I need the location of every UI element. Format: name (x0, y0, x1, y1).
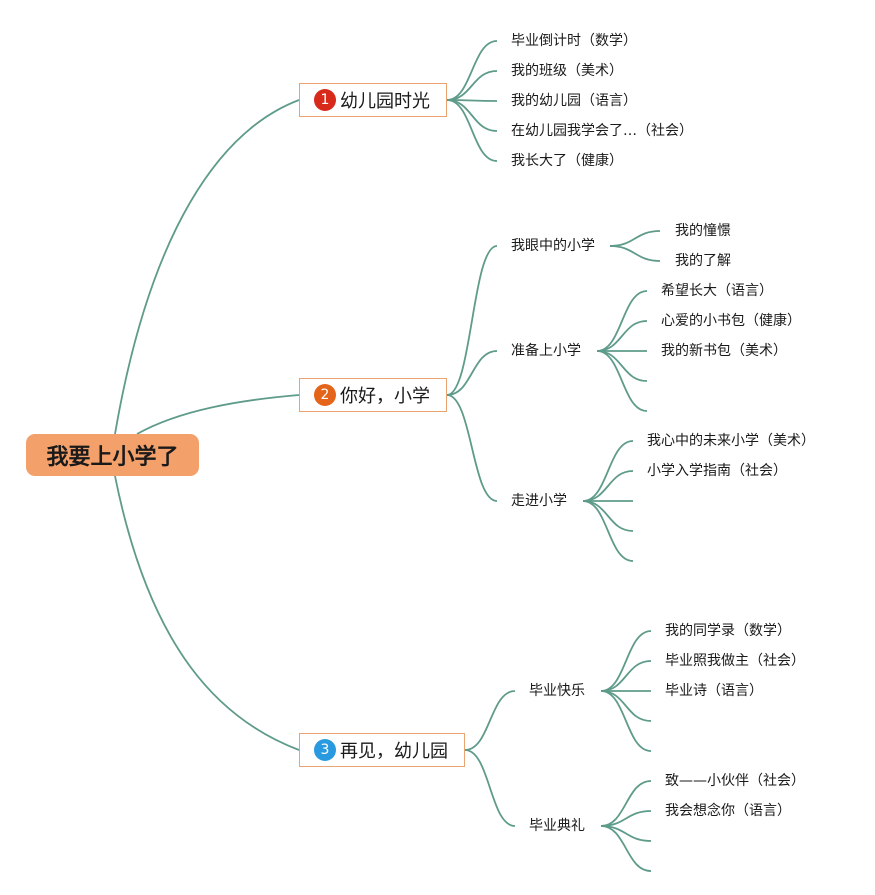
connector-line (582, 470, 634, 502)
root-connector-3 (114, 475, 300, 751)
topic-item[interactable]: 我心中的未来小学（美术） (647, 433, 815, 449)
topic-item[interactable]: 我会想念你（语言） (665, 803, 791, 819)
topic-item[interactable]: 小学入学指南（社会） (647, 463, 787, 479)
subtopic-node[interactable]: 毕业典礼 (529, 818, 585, 834)
branch-label-1: 幼儿园时光 (340, 91, 430, 112)
connector-line (609, 230, 661, 247)
connector-line (446, 394, 498, 502)
topic-item[interactable]: 希望长大（语言） (661, 283, 773, 299)
connector-line (596, 350, 648, 412)
connector-line (582, 500, 634, 562)
connector-line (596, 290, 648, 352)
topic-item[interactable]: 毕业倒计时（数学） (511, 33, 637, 49)
connector-line (464, 690, 516, 751)
root-node[interactable]: 我要上小学了 (26, 434, 199, 476)
topic-item[interactable]: 致——小伙伴（社会） (665, 773, 805, 789)
topic-item[interactable]: 心爱的小书包（健康） (661, 313, 801, 329)
connector-line (446, 70, 498, 101)
connector-line (446, 99, 498, 162)
connector-line (600, 660, 652, 692)
connector-line (596, 320, 648, 352)
connector-line (446, 99, 498, 132)
connector-line (600, 825, 652, 872)
topic-item[interactable]: 毕业诗（语言） (665, 683, 763, 699)
number-badge-3: 3 (314, 739, 336, 761)
branch-node-2[interactable]: 2 你好，小学 (299, 378, 447, 412)
connector-line (446, 40, 498, 101)
subtopic-node[interactable]: 走进小学 (511, 493, 567, 509)
connector-line (464, 749, 516, 827)
subtopic-node[interactable]: 准备上小学 (511, 343, 581, 359)
topic-item[interactable]: 我的新书包（美术） (661, 343, 787, 359)
topic-item[interactable]: 我的憧憬 (675, 223, 731, 239)
branch-label-2: 你好，小学 (340, 386, 430, 407)
connector-line (582, 500, 634, 532)
topic-item[interactable]: 我的幼儿园（语言） (511, 93, 637, 109)
branch-node-1[interactable]: 1 幼儿园时光 (299, 83, 447, 117)
topic-item[interactable]: 在幼儿园我学会了…（社会） (511, 123, 693, 139)
root-connector-2 (136, 394, 300, 435)
connector-line (446, 350, 498, 396)
branch-label-3: 再见，幼儿园 (340, 741, 448, 762)
connector-line (596, 350, 648, 382)
connector-line (609, 245, 661, 262)
branch-node-3[interactable]: 3 再见，幼儿园 (299, 733, 465, 767)
topic-item[interactable]: 我长大了（健康） (511, 153, 623, 169)
topic-item[interactable]: 我的同学录（数学） (665, 623, 791, 639)
connector-line (600, 630, 652, 692)
root-label: 我要上小学了 (46, 445, 179, 470)
connector-line (582, 440, 634, 502)
subtopic-node[interactable]: 毕业快乐 (529, 683, 585, 699)
connector-line (600, 690, 652, 752)
connector-line (446, 245, 498, 396)
root-connector-1 (114, 99, 300, 435)
number-badge-1: 1 (314, 89, 336, 111)
topic-item[interactable]: 我的班级（美术） (511, 63, 623, 79)
number-badge-2: 2 (314, 384, 336, 406)
topic-item[interactable]: 毕业照我做主（社会） (665, 653, 805, 669)
connector-line (600, 690, 652, 722)
topic-item[interactable]: 我的了解 (675, 253, 731, 269)
subtopic-node[interactable]: 我眼中的小学 (511, 238, 595, 254)
